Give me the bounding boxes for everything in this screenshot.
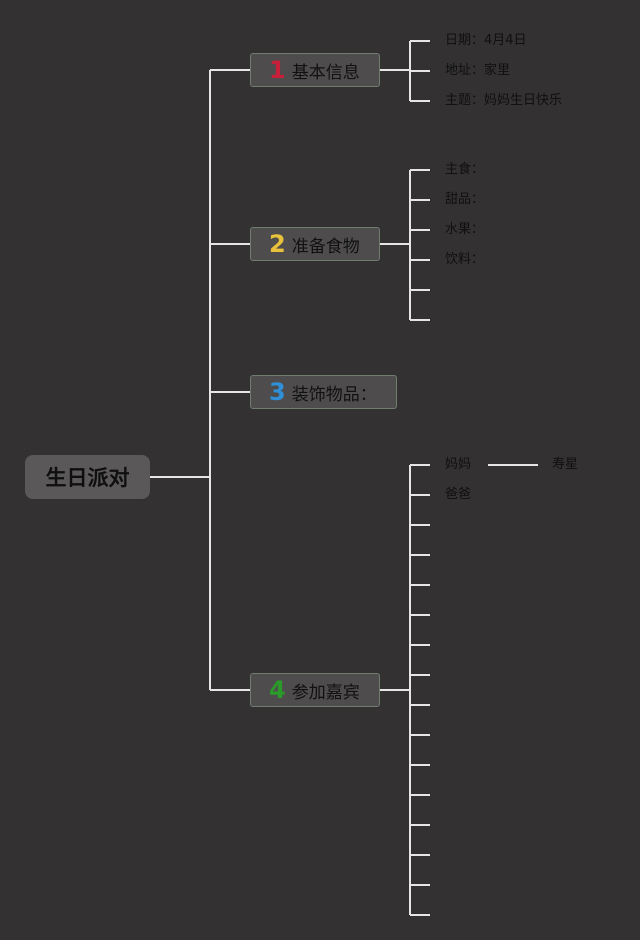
topic-number-2: 2 bbox=[269, 230, 286, 258]
topic-label-2: 准备食物 bbox=[291, 236, 360, 257]
topic-number-3: 3 bbox=[269, 378, 286, 406]
topic-label-1: 基本信息 bbox=[291, 62, 360, 83]
leaf-birthday-star: 寿星 bbox=[552, 457, 579, 472]
leaf-guest-mom: 妈妈 bbox=[445, 457, 472, 472]
topic-node-4[interactable]: 4 参加嘉宾 bbox=[250, 673, 380, 707]
leaf-drinks: 饮料： bbox=[445, 252, 485, 267]
leaf-date: 日期：4月4日 bbox=[445, 33, 527, 48]
leaf-dessert: 甜品： bbox=[445, 192, 485, 207]
topic-node-3[interactable]: 3 装饰物品： bbox=[250, 375, 397, 409]
topic-label-4: 参加嘉宾 bbox=[291, 682, 360, 703]
leaf-guest-dad: 爸爸 bbox=[445, 487, 472, 502]
root-node[interactable]: 生日派对 bbox=[25, 455, 150, 499]
topic-node-2[interactable]: 2 准备食物 bbox=[250, 227, 380, 261]
leaf-staple-food: 主食： bbox=[445, 162, 485, 177]
topic-node-1[interactable]: 1 基本信息 bbox=[250, 53, 380, 87]
leaf-fruit: 水果： bbox=[445, 222, 485, 237]
topic-number-1: 1 bbox=[269, 56, 286, 84]
leaf-address: 地址：家里 bbox=[445, 63, 511, 78]
leaf-theme: 主题：妈妈生日快乐 bbox=[445, 93, 563, 108]
topic-label-3: 装饰物品： bbox=[291, 384, 377, 405]
topic-number-4: 4 bbox=[269, 676, 286, 704]
